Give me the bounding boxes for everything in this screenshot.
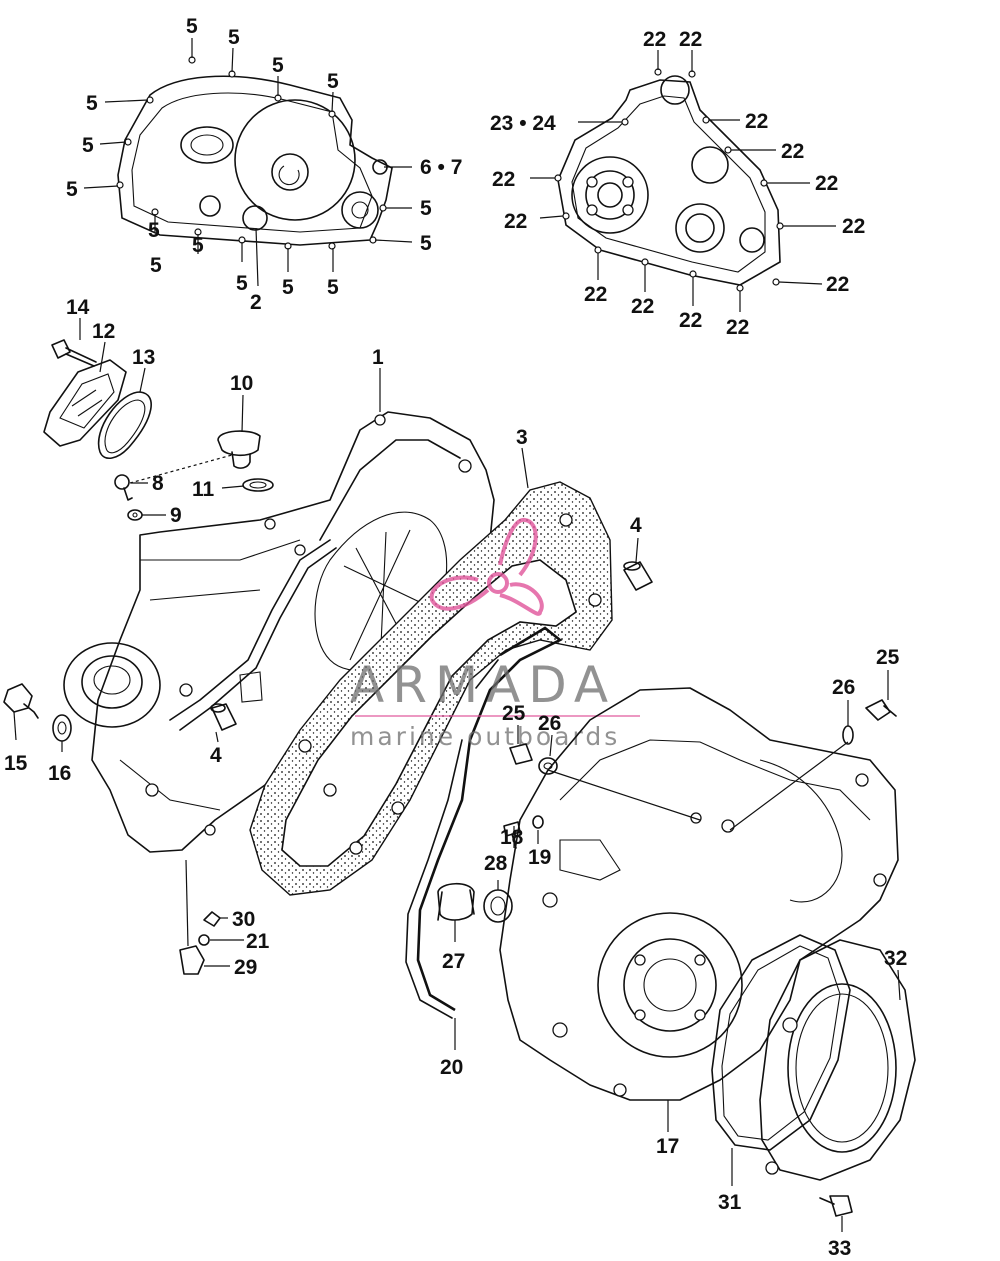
washer-16: [52, 714, 72, 742]
crankcase-half-17: [499, 687, 899, 1101]
callout-5: 5: [186, 15, 198, 38]
callout-5: 5: [327, 70, 339, 93]
washer-9: [127, 509, 143, 521]
callout-27: 27: [442, 950, 465, 973]
callout-19: 19: [528, 846, 551, 869]
top-right-leader-lines: [530, 50, 836, 312]
bolt-14: [51, 339, 97, 367]
callout-5: 5: [150, 254, 162, 277]
top-left-leader-lines: [83, 38, 413, 287]
callout-12: 12: [92, 320, 115, 343]
gasket-20: [405, 626, 563, 1019]
callout-23-24: 23 • 24: [490, 112, 556, 135]
callout-22: 22: [842, 215, 865, 238]
callout-5: 5: [228, 26, 240, 49]
callout-18: 18: [500, 826, 524, 849]
callout-5: 5: [327, 276, 339, 299]
callout-22: 22: [781, 140, 804, 163]
washer-26-right: [842, 725, 854, 745]
cover-12: [43, 359, 127, 447]
callout-9: 9: [170, 504, 182, 527]
callout-22: 22: [631, 295, 654, 318]
callout-14: 14: [66, 296, 90, 319]
callout-30: 30: [232, 908, 255, 931]
callout-26: 26: [538, 712, 561, 735]
callout-5: 5: [192, 234, 204, 257]
upper-left-cover-gasket: [117, 75, 393, 246]
callout-22: 22: [504, 210, 527, 233]
callout-22: 22: [643, 28, 666, 51]
callout-8: 8: [152, 472, 164, 495]
callout-22: 22: [745, 110, 768, 133]
callout-22: 22: [679, 309, 702, 332]
callout-5: 5: [282, 276, 294, 299]
plug-25-center: [509, 743, 533, 765]
callout-25: 25: [502, 702, 526, 725]
callout-2: 2: [250, 291, 262, 314]
callout-5: 5: [236, 272, 248, 295]
callout-15: 15: [4, 752, 28, 775]
pin-30: [203, 911, 221, 927]
callout-21: 21: [246, 930, 270, 953]
cover-32: [759, 939, 916, 1181]
cap-10: [217, 430, 261, 469]
callout-25: 25: [876, 646, 900, 669]
plug-25-right: [865, 699, 897, 721]
washer-11: [242, 478, 274, 492]
callout-22: 22: [826, 273, 849, 296]
callout-22: 22: [815, 172, 838, 195]
gasket-31: [711, 934, 851, 1151]
callout-labels: 5 5 5 5 5 5 5 5 5 5 5 5 5 5 5 2 6 • 7 22…: [4, 15, 907, 1260]
callout-20: 20: [440, 1056, 463, 1079]
callout-5: 5: [420, 197, 432, 220]
callout-31: 31: [718, 1191, 742, 1214]
callout-16: 16: [48, 762, 71, 785]
callout-28: 28: [484, 852, 508, 875]
drain-plug-15: [3, 683, 39, 719]
callout-4: 4: [630, 514, 642, 537]
callout-3: 3: [516, 426, 528, 449]
callout-5: 5: [66, 178, 78, 201]
washer-19: [532, 815, 544, 829]
screw-8: [114, 474, 133, 501]
o-ring-13: [97, 391, 152, 459]
callout-5: 5: [82, 134, 94, 157]
callout-11: 11: [192, 478, 215, 501]
dowel-4-left: [210, 703, 237, 731]
callout-29: 29: [234, 956, 257, 979]
callout-22: 22: [726, 316, 749, 339]
bolt-33: [819, 1195, 853, 1217]
callout-5: 5: [272, 54, 284, 77]
callout-22: 22: [492, 168, 515, 191]
callout-6-7: 6 • 7: [420, 156, 462, 179]
callout-22: 22: [679, 28, 702, 51]
callout-4: 4: [210, 744, 222, 767]
callout-26: 26: [832, 676, 855, 699]
gasket-bolt-holes-5: [116, 56, 387, 250]
main-leader-lines: [13, 318, 901, 1232]
callout-5: 5: [420, 232, 432, 255]
callout-33: 33: [828, 1237, 851, 1260]
callout-17: 17: [656, 1135, 679, 1158]
callout-5: 5: [86, 92, 98, 115]
watermark-subtitle: marine outboards: [350, 722, 620, 751]
callout-22: 22: [584, 283, 607, 306]
plug-27: [437, 882, 475, 921]
ball-21: [198, 934, 210, 946]
plug-30-leaders: [185, 859, 189, 947]
callout-5: 5: [148, 219, 160, 242]
armada-logo-propeller: [429, 518, 544, 616]
plug-29: [179, 945, 205, 975]
armada-watermark: ARMADA marine outboards: [350, 518, 640, 751]
callout-13: 13: [132, 346, 155, 369]
upper-right-cover-gasket: [557, 75, 781, 286]
dowel-4-right: [623, 561, 653, 591]
watermark-title: ARMADA: [350, 656, 616, 714]
callout-10: 10: [230, 372, 253, 395]
callout-1: 1: [372, 346, 384, 369]
callout-32: 32: [884, 947, 907, 970]
